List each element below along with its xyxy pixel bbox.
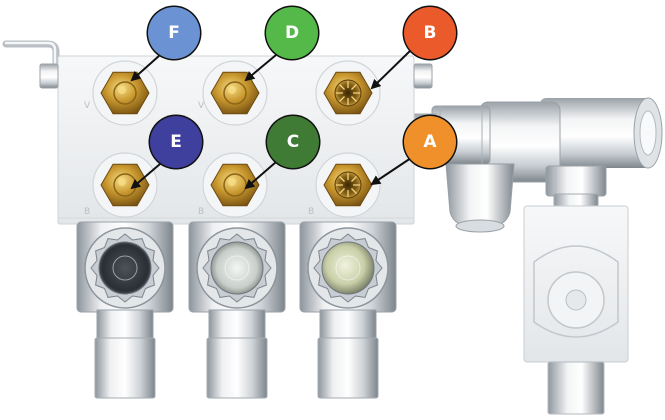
spline-coupling-icon xyxy=(76,221,174,399)
callout-e-letter: E xyxy=(170,131,182,152)
callout-a: A xyxy=(404,116,456,168)
spline-coupling-icon xyxy=(299,221,397,399)
svg-text:B: B xyxy=(198,207,204,217)
brass-fittings xyxy=(92,60,381,218)
leader-arrows xyxy=(130,49,412,190)
callout-d: D xyxy=(266,7,318,59)
hex-fitting-icon xyxy=(92,60,158,126)
hex-fitting-icon xyxy=(92,152,158,218)
hex-fitting-icon xyxy=(315,60,381,126)
svg-text:B: B xyxy=(308,207,314,217)
hex-fitting-icon xyxy=(315,152,381,218)
arrow-leader-icon xyxy=(130,163,161,190)
arrow-leader-icon xyxy=(370,157,412,186)
callout-c-letter: C xyxy=(286,131,300,152)
callout-c: C xyxy=(267,116,319,168)
arrow-leader-icon xyxy=(244,54,277,82)
hex-fitting-icon xyxy=(202,152,268,218)
svg-text:B: B xyxy=(84,207,90,217)
callout-b-letter: B xyxy=(423,22,437,43)
svg-text:V: V xyxy=(198,101,205,111)
arrow-leader-icon xyxy=(244,161,277,190)
callout-d-letter: D xyxy=(284,22,300,43)
left-tube xyxy=(2,40,60,70)
callout-f: F xyxy=(148,7,200,59)
callout-a-letter: A xyxy=(423,131,437,152)
spline-couplings xyxy=(76,221,397,399)
svg-text:V: V xyxy=(84,101,91,111)
arrow-leader-icon xyxy=(130,54,161,82)
callout-b: B xyxy=(404,7,456,59)
spline-coupling-icon xyxy=(188,221,286,399)
arrow-leader-icon xyxy=(370,49,412,90)
callout-e: E xyxy=(150,116,202,168)
callout-f-letter: F xyxy=(168,22,180,43)
